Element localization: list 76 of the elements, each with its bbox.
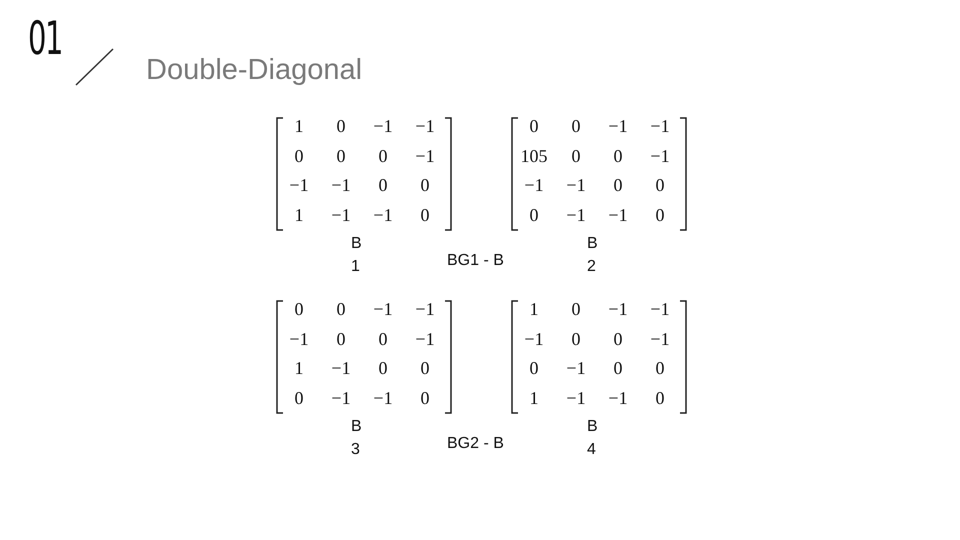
matrix-cell-text: −1 bbox=[565, 386, 587, 410]
matrix-cell-text: −1 bbox=[607, 204, 629, 226]
matrix-cell-text: −1 bbox=[330, 357, 352, 380]
matrix-cell-text: 1 bbox=[294, 357, 304, 380]
matrix-subscript: 1 bbox=[351, 258, 360, 276]
matrix-cell-text: 0 bbox=[336, 298, 346, 321]
matrix-cell-text: 0 bbox=[528, 204, 540, 226]
matrix-cell-text: 1 bbox=[528, 386, 540, 410]
matrix-cell-text: −1 bbox=[607, 386, 629, 410]
matrix-cell-text: 0 bbox=[378, 357, 388, 380]
matrix-cell-text: 0 bbox=[420, 174, 430, 197]
matrix-cell-text: 0 bbox=[570, 298, 582, 321]
matrix-cell-text: 0 bbox=[612, 328, 624, 350]
matrix-name: B bbox=[351, 235, 362, 253]
matrix-cell-text: 0 bbox=[654, 357, 666, 380]
matrix-cell-text: 0 bbox=[420, 357, 430, 380]
matrix-name: B bbox=[351, 418, 362, 436]
matrix-cell-text: −1 bbox=[565, 204, 587, 226]
matrix-cell-text: −1 bbox=[372, 204, 394, 226]
matrix-cell-text: −1 bbox=[288, 328, 310, 350]
matrix-cell-text: 0 bbox=[420, 386, 430, 410]
matrix-cell-text: 0 bbox=[336, 328, 346, 350]
matrix-cell-text: 0 bbox=[336, 115, 346, 138]
matrix-cell-text: 0 bbox=[528, 115, 540, 138]
matrix-cell-text: 0 bbox=[336, 144, 346, 168]
matrix-subscript: 2 bbox=[587, 258, 596, 276]
matrix-name: B bbox=[587, 235, 598, 253]
matrix-cell-text: −1 bbox=[523, 328, 545, 350]
matrix-subscript: 4 bbox=[587, 441, 596, 459]
matrix-cell-text: 0 bbox=[570, 328, 582, 350]
matrix-cell-text: 1 bbox=[528, 298, 540, 321]
matrix-cell-text: −1 bbox=[607, 115, 629, 138]
matrix-cell-text: −1 bbox=[414, 115, 436, 138]
matrix-cell-text: 0 bbox=[612, 357, 624, 380]
matrix-cell-text: −1 bbox=[565, 357, 587, 380]
matrix-cell-text: 105 bbox=[520, 144, 548, 168]
matrix-cell-text: −1 bbox=[414, 328, 436, 350]
matrix-cell-text: 0 bbox=[570, 115, 582, 138]
matrix-cell-text: 0 bbox=[654, 386, 666, 410]
matrix-cell-text: −1 bbox=[607, 298, 629, 321]
matrix-cell-text: −1 bbox=[372, 115, 394, 138]
matrix-cell-text: −1 bbox=[330, 386, 352, 410]
matrix-cell-text: 0 bbox=[654, 174, 666, 197]
matrix-cell-text: 0 bbox=[612, 144, 624, 168]
matrix-cell-text: 0 bbox=[294, 386, 304, 410]
matrix-cell-text: 0 bbox=[294, 144, 304, 168]
matrix-cell-text: 0 bbox=[378, 144, 388, 168]
matrix-cell-text: 0 bbox=[378, 328, 388, 350]
pair-label: BG1 - B bbox=[447, 252, 504, 270]
matrix-cell-text: −1 bbox=[330, 204, 352, 226]
matrix-cell-text: 0 bbox=[570, 144, 582, 168]
matrix-cell-text: 0 bbox=[378, 174, 388, 197]
matrix-cell-text: −1 bbox=[330, 174, 352, 197]
matrix-cell-text: −1 bbox=[523, 174, 545, 197]
matrix-cell-text: 0 bbox=[612, 174, 624, 197]
matrix-cell-text: −1 bbox=[649, 144, 671, 168]
matrix-cell-text: −1 bbox=[288, 174, 310, 197]
matrix-cell-text: −1 bbox=[414, 144, 436, 168]
matrix-cell-text: −1 bbox=[372, 298, 394, 321]
matrix-cell-text: −1 bbox=[649, 115, 671, 138]
section-number: 01 bbox=[28, 10, 62, 66]
matrix-cell-text: 1 bbox=[294, 204, 304, 226]
matrix-cell-text: 1 bbox=[294, 115, 304, 138]
matrix-name: B bbox=[587, 418, 598, 436]
matrix-cell-text: −1 bbox=[414, 298, 436, 321]
matrix-cell-text: 0 bbox=[420, 204, 430, 226]
pair-label: BG2 - B bbox=[447, 435, 504, 453]
matrix-cell-text: −1 bbox=[649, 298, 671, 321]
matrix-cell-text: 0 bbox=[654, 204, 666, 226]
slide-title: Double-Diagonal bbox=[146, 54, 362, 87]
matrix-subscript: 3 bbox=[351, 441, 360, 459]
matrix-cell-text: −1 bbox=[649, 328, 671, 350]
matrix-cell-text: 0 bbox=[528, 357, 540, 380]
matrix-cell-text: −1 bbox=[565, 174, 587, 197]
matrix-cell-text: −1 bbox=[372, 386, 394, 410]
matrix-cell-text: 0 bbox=[294, 298, 304, 321]
